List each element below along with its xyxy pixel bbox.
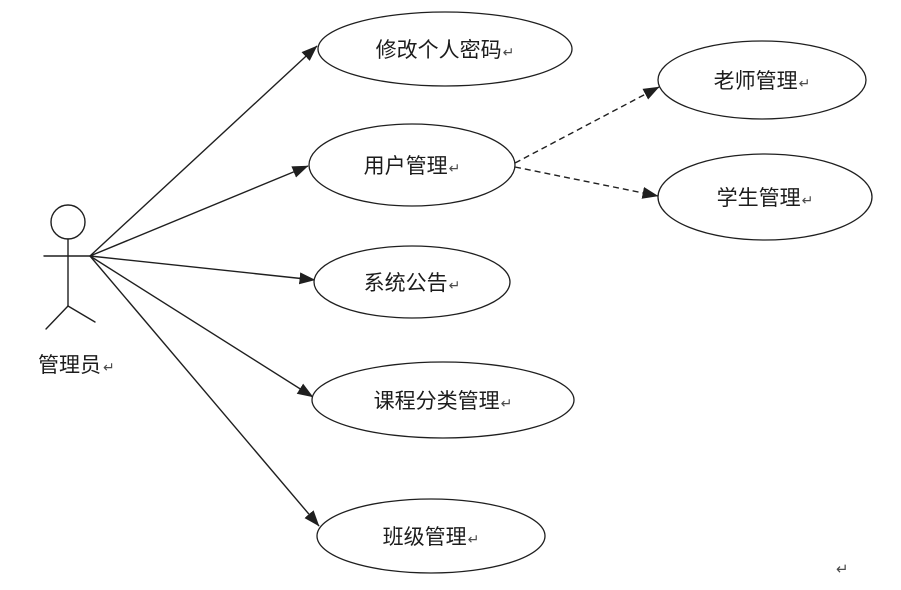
use-case-ellipse [313, 245, 511, 319]
use-case-label: 系统公告↵ [364, 271, 461, 295]
use-case-label-text: 系统公告 [364, 271, 448, 295]
association-user-teacher-management [514, 86, 660, 164]
use-case-label: 修改个人密码↵ [376, 38, 515, 62]
paragraph-mark: ↵ [799, 76, 811, 92]
actor-head [50, 204, 86, 240]
use-case-label-text: 用户管理 [364, 154, 448, 178]
use-case-ellipse [657, 40, 867, 120]
use-case-ellipse [311, 361, 575, 439]
use-case-label-text: 修改个人密码 [376, 38, 502, 62]
association-admin-user-management [89, 165, 309, 257]
use-case-label: 老师管理↵ [714, 69, 811, 93]
association-admin-system-announcement [89, 255, 316, 285]
use-case-class-management: 班级管理↵ [316, 498, 546, 574]
association-user-student-management [514, 166, 659, 199]
use-case-ellipse [316, 498, 546, 574]
paragraph-mark: ↵ [449, 161, 461, 177]
use-case-student-management: 学生管理↵ [657, 153, 873, 241]
actor-admin: 管理员↵ [38, 204, 115, 377]
use-case-course-category-management: 课程分类管理↵ [311, 361, 575, 439]
actor-left-leg [45, 305, 69, 330]
trailing-paragraph-mark: ↵ [836, 560, 849, 578]
use-case-label: 学生管理↵ [717, 186, 814, 210]
use-case-user-management: 用户管理↵ [308, 123, 516, 207]
actor-label: 管理员↵ [38, 353, 115, 377]
use-case-ellipse [317, 11, 573, 87]
paragraph-mark: ↵ [501, 396, 513, 412]
paragraph-mark: ↵ [103, 360, 115, 376]
paragraph-mark: ↵ [503, 45, 515, 61]
paragraph-mark: ↵ [468, 532, 480, 548]
association-admin-change-password [89, 45, 318, 257]
paragraph-mark: ↵ [449, 278, 461, 294]
use-case-label-text: 课程分类管理 [374, 389, 500, 413]
use-case-label-text: 学生管理 [717, 186, 801, 210]
association-admin-course-category [89, 255, 314, 398]
use-case-change-password: 修改个人密码↵ [317, 11, 573, 87]
use-case-label: 用户管理↵ [364, 154, 461, 178]
paragraph-mark: ↵ [802, 193, 814, 209]
use-case-system-announcement: 系统公告↵ [313, 245, 511, 319]
use-case-label-text: 班级管理 [383, 525, 467, 549]
actor-label-text: 管理员 [38, 353, 101, 377]
use-case-teacher-management: 老师管理↵ [657, 40, 867, 120]
association-admin-class-management [89, 255, 320, 527]
actor-right-leg [67, 305, 96, 323]
use-case-label: 班级管理↵ [383, 525, 480, 549]
use-case-ellipse [657, 153, 873, 241]
use-case-label: 课程分类管理↵ [374, 389, 513, 413]
use-case-label-text: 老师管理 [714, 69, 798, 93]
use-case-ellipse [308, 123, 516, 207]
